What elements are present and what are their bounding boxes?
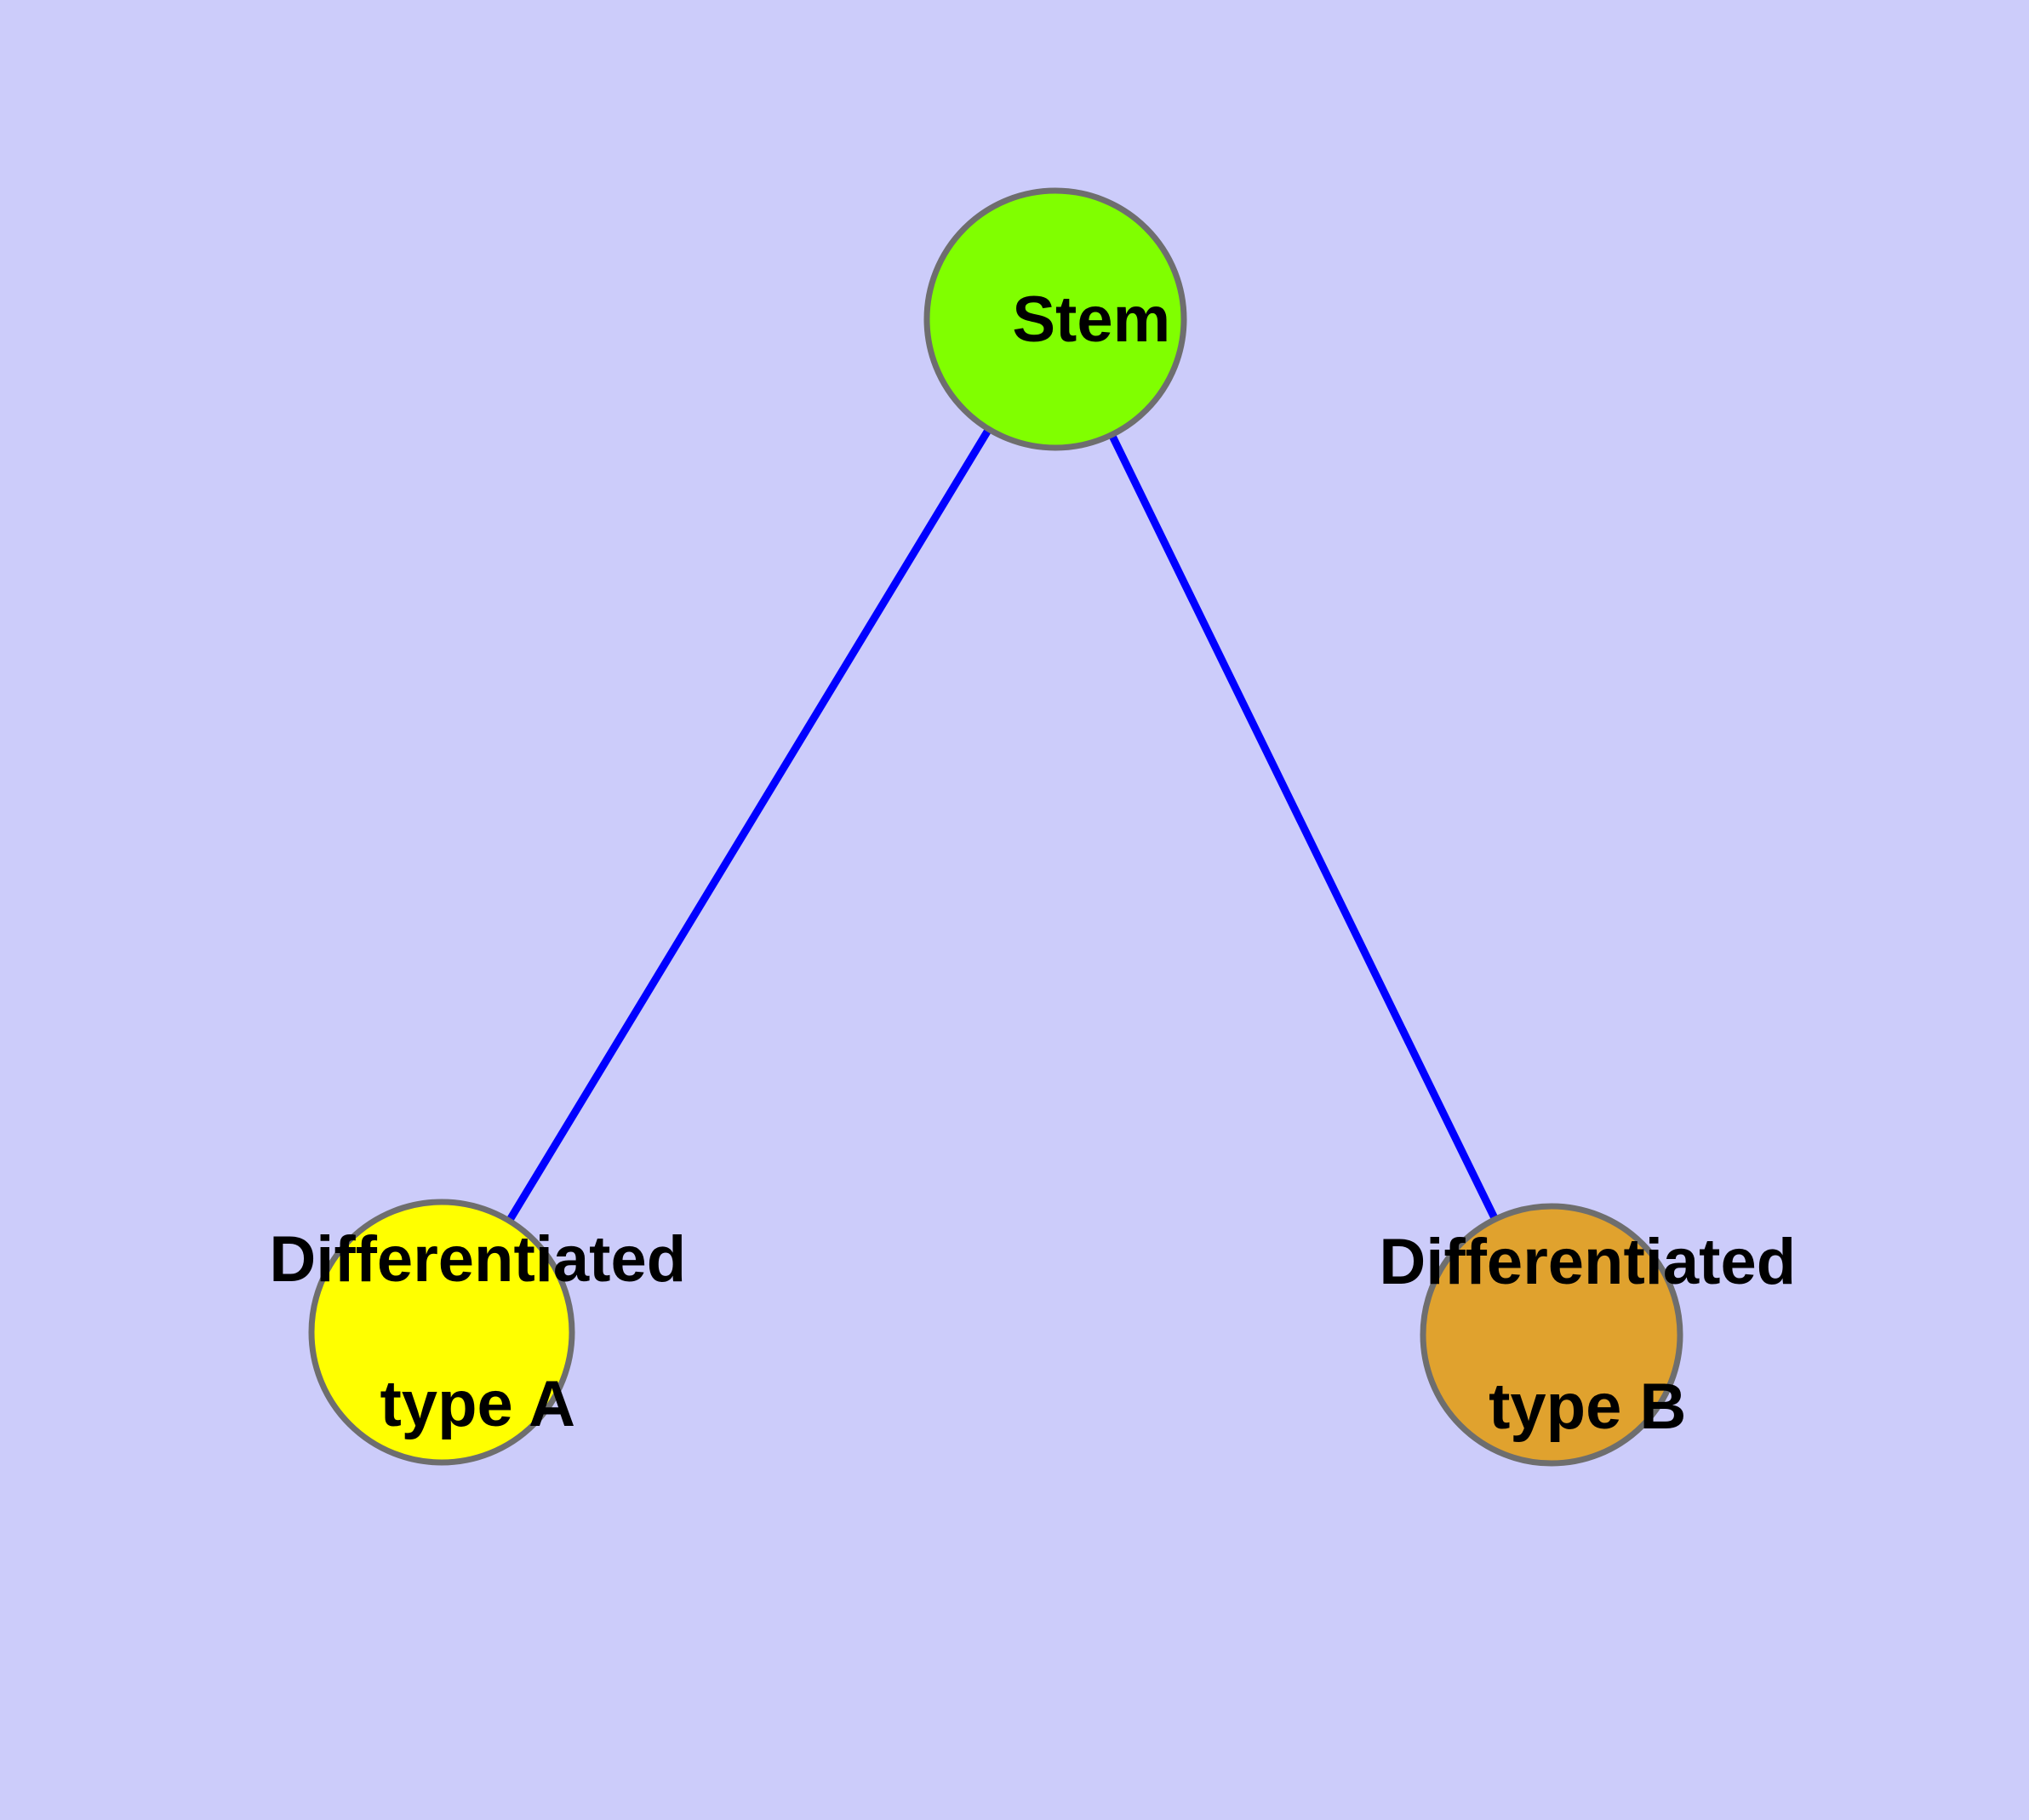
edge-layer [506,426,1499,1223]
node-differentiated-type-b[interactable] [1420,1203,1683,1467]
node-differentiated-type-a[interactable] [308,1199,575,1466]
edge-stem-to-differentiated-type-a[interactable] [506,426,992,1223]
node-layer [308,187,1683,1467]
node-stem[interactable] [923,187,1187,451]
edge-stem-to-differentiated-type-b[interactable] [1108,432,1499,1222]
